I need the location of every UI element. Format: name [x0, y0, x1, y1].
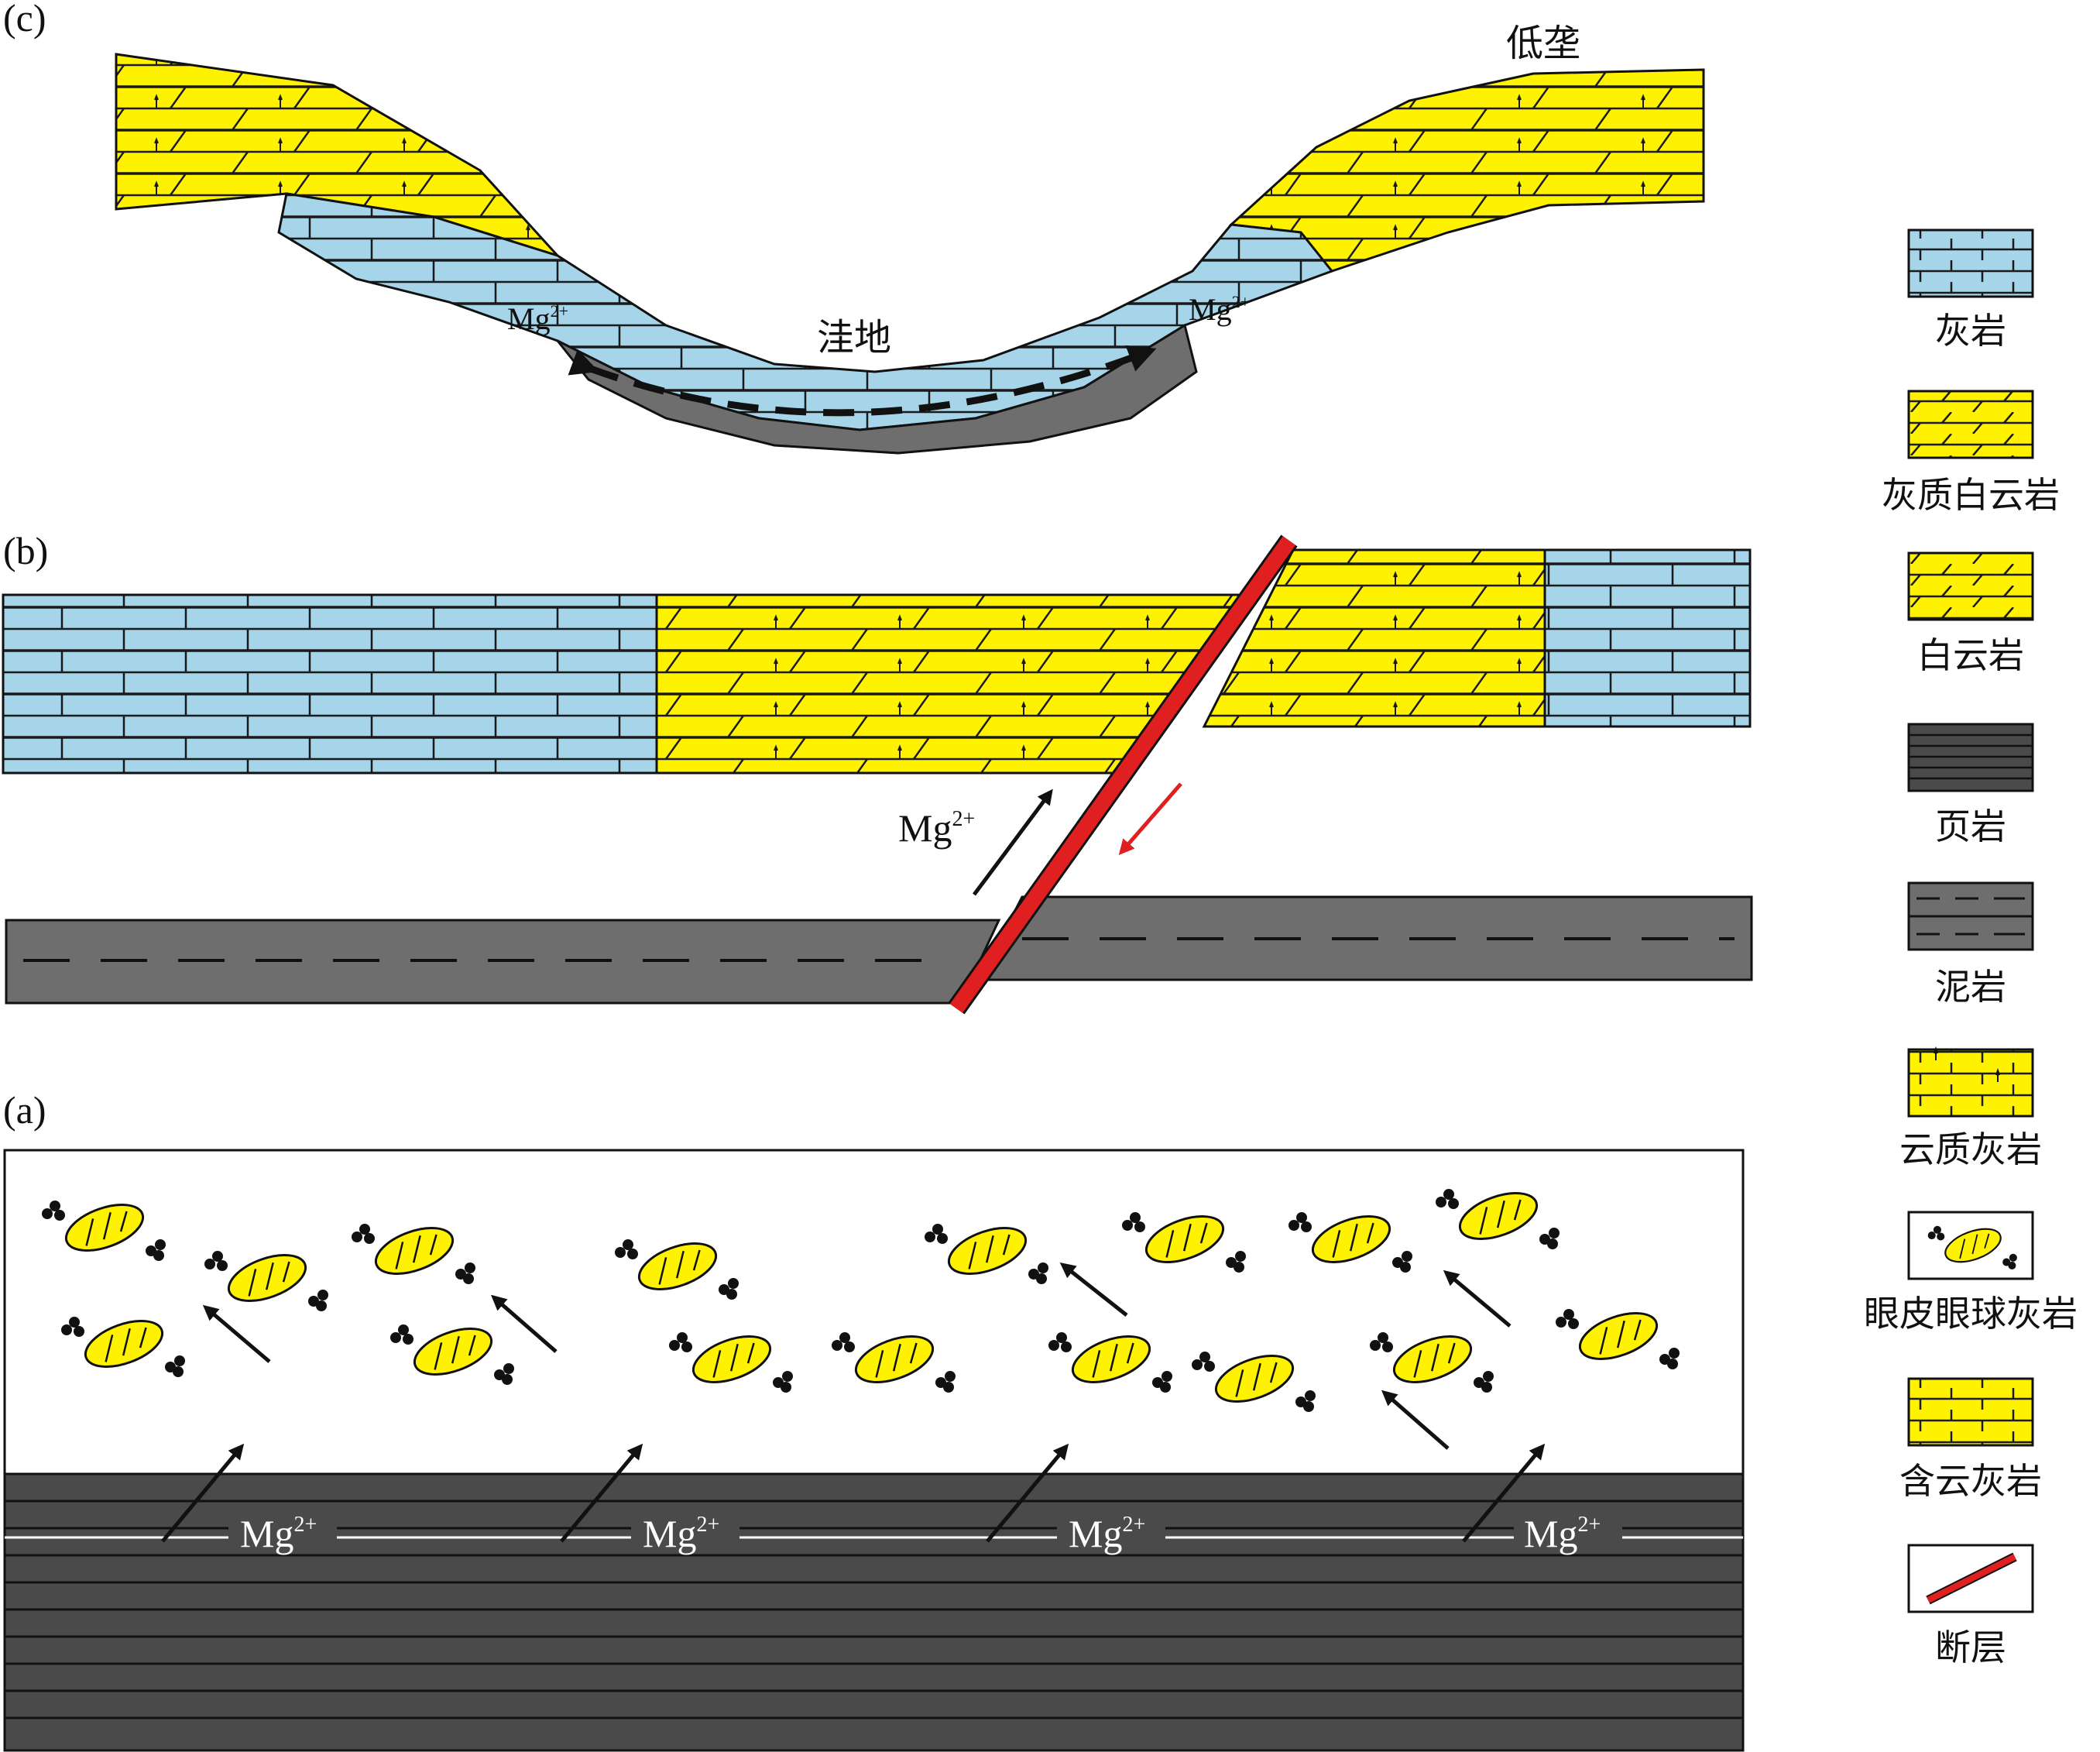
panel-a-diffusion-arrows [202, 1262, 1512, 1450]
panel-a-mg-arrows [161, 1443, 1546, 1543]
legend-label: 断层 [1935, 1627, 2006, 1668]
legend-label: 灰岩 [1935, 310, 2006, 352]
panel-c-mg-left: Mg2+ [507, 301, 568, 336]
legend-item-dolomite-bearing-limestone: 含云灰岩 [1899, 1377, 2042, 1502]
panel-b-dolomite-hangingwall [655, 593, 1251, 775]
panel-b-mg-label: Mg2+ [898, 806, 975, 850]
panel-a-water-column [3, 1149, 1745, 1475]
panel-a-mg-labels: Mg2+ Mg2+ Mg2+ Mg2+ [228, 1506, 1622, 1555]
panel-c-mudstone-core [556, 323, 1198, 455]
legend-item-shale: 页岩 [1907, 723, 2034, 847]
panel-c-mg-right: Mg2+ [1189, 292, 1250, 327]
legend-item-limestone: 灰岩 [1907, 228, 2034, 352]
panel-b-label: (b) [3, 529, 48, 572]
legend-label: 眼皮眼球灰岩 [1864, 1293, 2078, 1335]
place-ridge-label: 低垄 [1506, 22, 1580, 65]
legend: 灰岩 灰质白云岩 白云岩 页岩 泥岩 云质灰岩 眼皮眼球灰岩 [1864, 228, 2078, 1668]
legend-item-mudstone: 泥岩 [1907, 881, 2034, 1008]
panel-c-limestone-band [277, 192, 1334, 431]
legend-label: 白云岩 [1917, 634, 2024, 676]
place-depression-label: 洼地 [817, 316, 891, 359]
panel-a-mg-label: Mg2+ [240, 1512, 317, 1555]
panel-a-mg-label: Mg2+ [643, 1512, 719, 1555]
panel-a-mg-label: Mg2+ [1524, 1512, 1601, 1555]
panel-c-label: (c) [3, 0, 46, 40]
legend-label: 含云灰岩 [1899, 1460, 2042, 1502]
panel-a: (a) [3, 1088, 1745, 1752]
panel-c-fluid-flow-arrow [568, 345, 1157, 417]
legend-label: 页岩 [1935, 806, 2006, 847]
legend-item-eyeball-limestone: 眼皮眼球灰岩 [1864, 1211, 2078, 1335]
panel-b-mg-arrow [972, 788, 1053, 896]
legend-label: 泥岩 [1935, 966, 2006, 1008]
panel-b-limestone-left [2, 593, 658, 775]
legend-label: 云质灰岩 [1899, 1128, 2042, 1170]
panel-b-limestone-right [1543, 548, 1752, 728]
panel-c: (c) 低垄 洼地 Mg2+ Mg2+ [3, 0, 1705, 455]
panel-a-label: (a) [3, 1088, 46, 1132]
panel-b: (b) Mg2+ [2, 529, 1753, 1015]
legend-item-dolomitic-limestone: 云质灰岩 [1899, 1046, 2042, 1170]
panel-a-mg-label: Mg2+ [1069, 1512, 1145, 1555]
legend-label: 灰质白云岩 [1882, 474, 2060, 516]
legend-item-fault: 断层 [1907, 1544, 2034, 1668]
legend-item-lime-dolomite: 灰质白云岩 [1882, 390, 2060, 516]
panel-b-fault-slip-arrow [1118, 782, 1182, 856]
legend-item-dolomite: 白云岩 [1907, 551, 2034, 676]
